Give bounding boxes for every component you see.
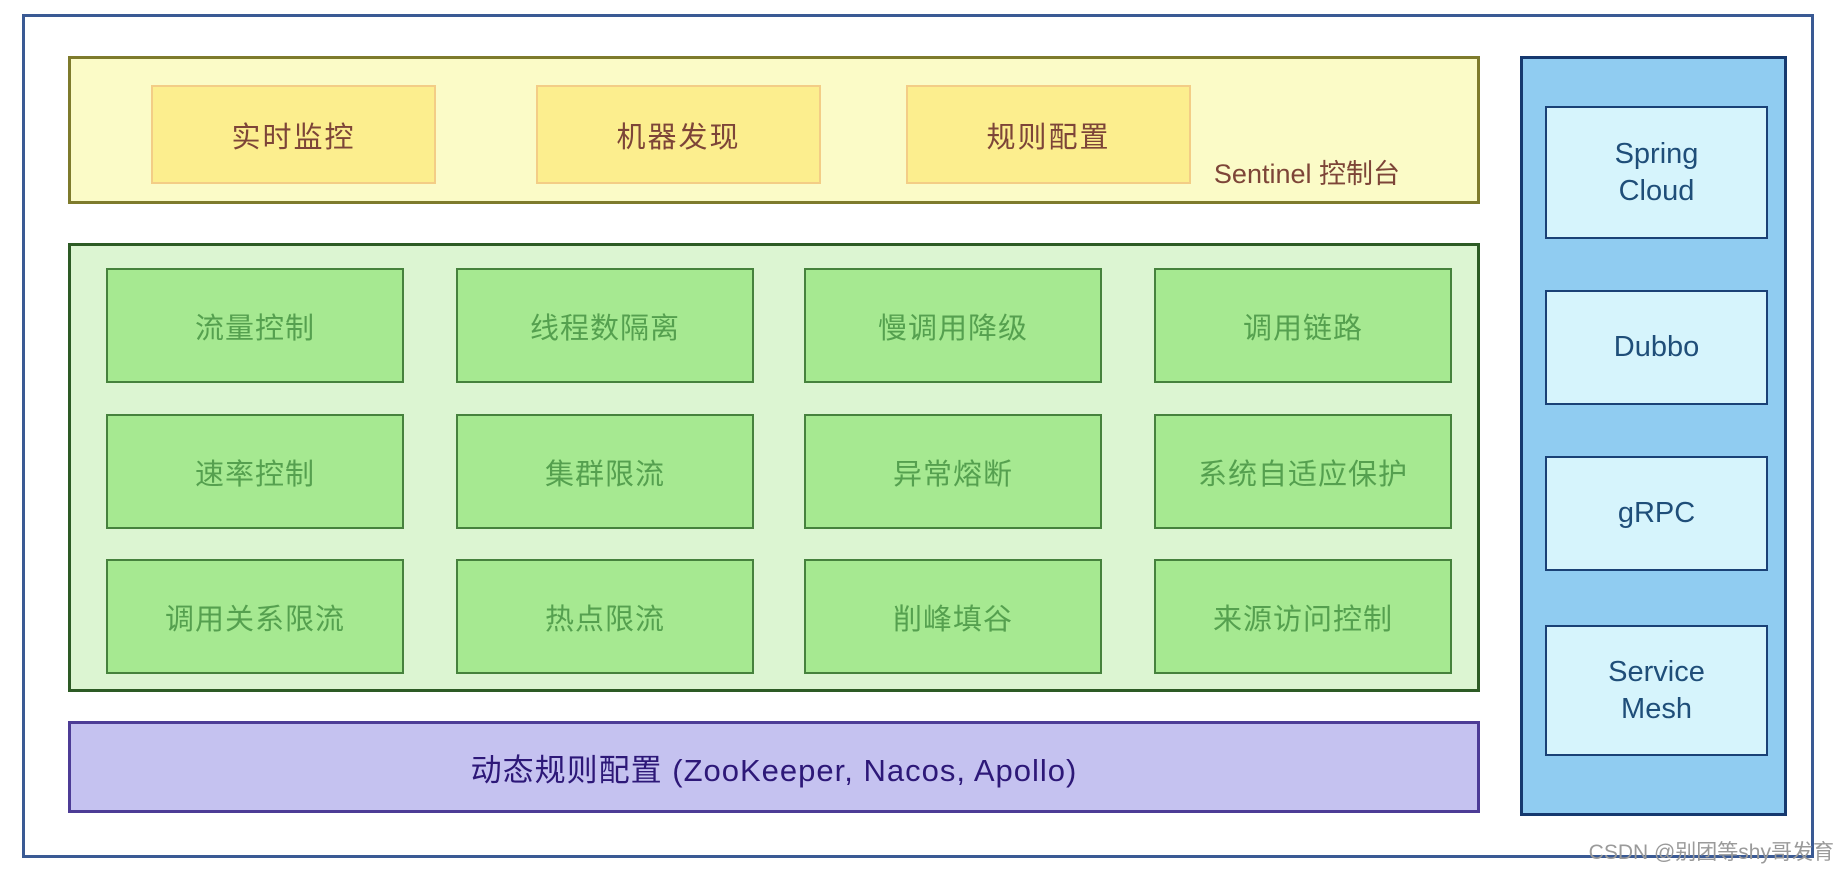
grpc-label: gRPC <box>1617 497 1696 530</box>
call-chain-box: 调用链路 <box>1154 268 1452 383</box>
cluster-flow-control-label: 集群限流 <box>544 458 665 491</box>
sentinel-console-label: Sentinel 控制台 <box>1213 159 1400 189</box>
slow-call-degradation-box: 慢调用降级 <box>804 268 1102 383</box>
thread-isolation-box: 线程数隔离 <box>456 268 754 383</box>
realtime-monitoring-label: 实时监控 <box>231 121 356 154</box>
adapters-column: Spring Cloud Dubbo gRPC Service Mesh <box>1520 56 1787 816</box>
flow-control-box: 流量控制 <box>106 268 404 383</box>
cluster-flow-control-box: 集群限流 <box>456 414 754 529</box>
dubbo-label: Dubbo <box>1613 331 1700 364</box>
machine-discovery-label: 机器发现 <box>616 121 741 154</box>
exception-circuit-breaking-box: 异常熔断 <box>804 414 1102 529</box>
hotspot-flow-control-label: 热点限流 <box>544 603 665 636</box>
peak-shaving-label: 削峰填谷 <box>892 603 1013 636</box>
service-mesh-box: Service Mesh <box>1545 625 1768 756</box>
rate-control-label: 速率控制 <box>194 458 315 491</box>
rate-control-box: 速率控制 <box>106 414 404 529</box>
dynamic-rule-config-label: 动态规则配置 (ZooKeeper, Nacos, Apollo) <box>470 752 1078 788</box>
peak-shaving-box: 削峰填谷 <box>804 559 1102 674</box>
thread-isolation-label: 线程数隔离 <box>529 312 680 345</box>
origin-access-control-box: 来源访问控制 <box>1154 559 1452 674</box>
dubbo-box: Dubbo <box>1545 290 1768 405</box>
system-adaptive-protection-box: 系统自适应保护 <box>1154 414 1452 529</box>
service-mesh-label: Service Mesh <box>1608 656 1705 725</box>
hotspot-flow-control-box: 热点限流 <box>456 559 754 674</box>
call-chain-label: 调用链路 <box>1242 312 1363 345</box>
origin-access-control-label: 来源访问控制 <box>1212 603 1393 636</box>
sentinel-console-section: 实时监控 机器发现 规则配置 Sentinel 控制台 <box>68 56 1480 204</box>
machine-discovery-box: 机器发现 <box>536 85 821 184</box>
rule-configuration-label: 规则配置 <box>986 121 1111 154</box>
rule-configuration-box: 规则配置 <box>906 85 1191 184</box>
spring-cloud-label: Spring Cloud <box>1614 138 1699 207</box>
grpc-box: gRPC <box>1545 456 1768 571</box>
slow-call-degradation-label: 慢调用降级 <box>877 312 1028 345</box>
csdn-watermark: CSDN @别团等shy哥发育 <box>1588 841 1834 864</box>
dynamic-rule-config-bar: 动态规则配置 (ZooKeeper, Nacos, Apollo) <box>68 721 1480 813</box>
exception-circuit-breaking-label: 异常熔断 <box>892 458 1013 491</box>
realtime-monitoring-box: 实时监控 <box>151 85 436 184</box>
relation-flow-control-label: 调用关系限流 <box>164 603 345 636</box>
flow-control-label: 流量控制 <box>194 312 315 345</box>
spring-cloud-box: Spring Cloud <box>1545 106 1768 239</box>
system-adaptive-protection-label: 系统自适应保护 <box>1197 458 1408 491</box>
core-capabilities-section: 流量控制 线程数隔离 慢调用降级 调用链路 速率控制 集群限流 异常熔断 系统自… <box>68 243 1480 692</box>
relation-flow-control-box: 调用关系限流 <box>106 559 404 674</box>
